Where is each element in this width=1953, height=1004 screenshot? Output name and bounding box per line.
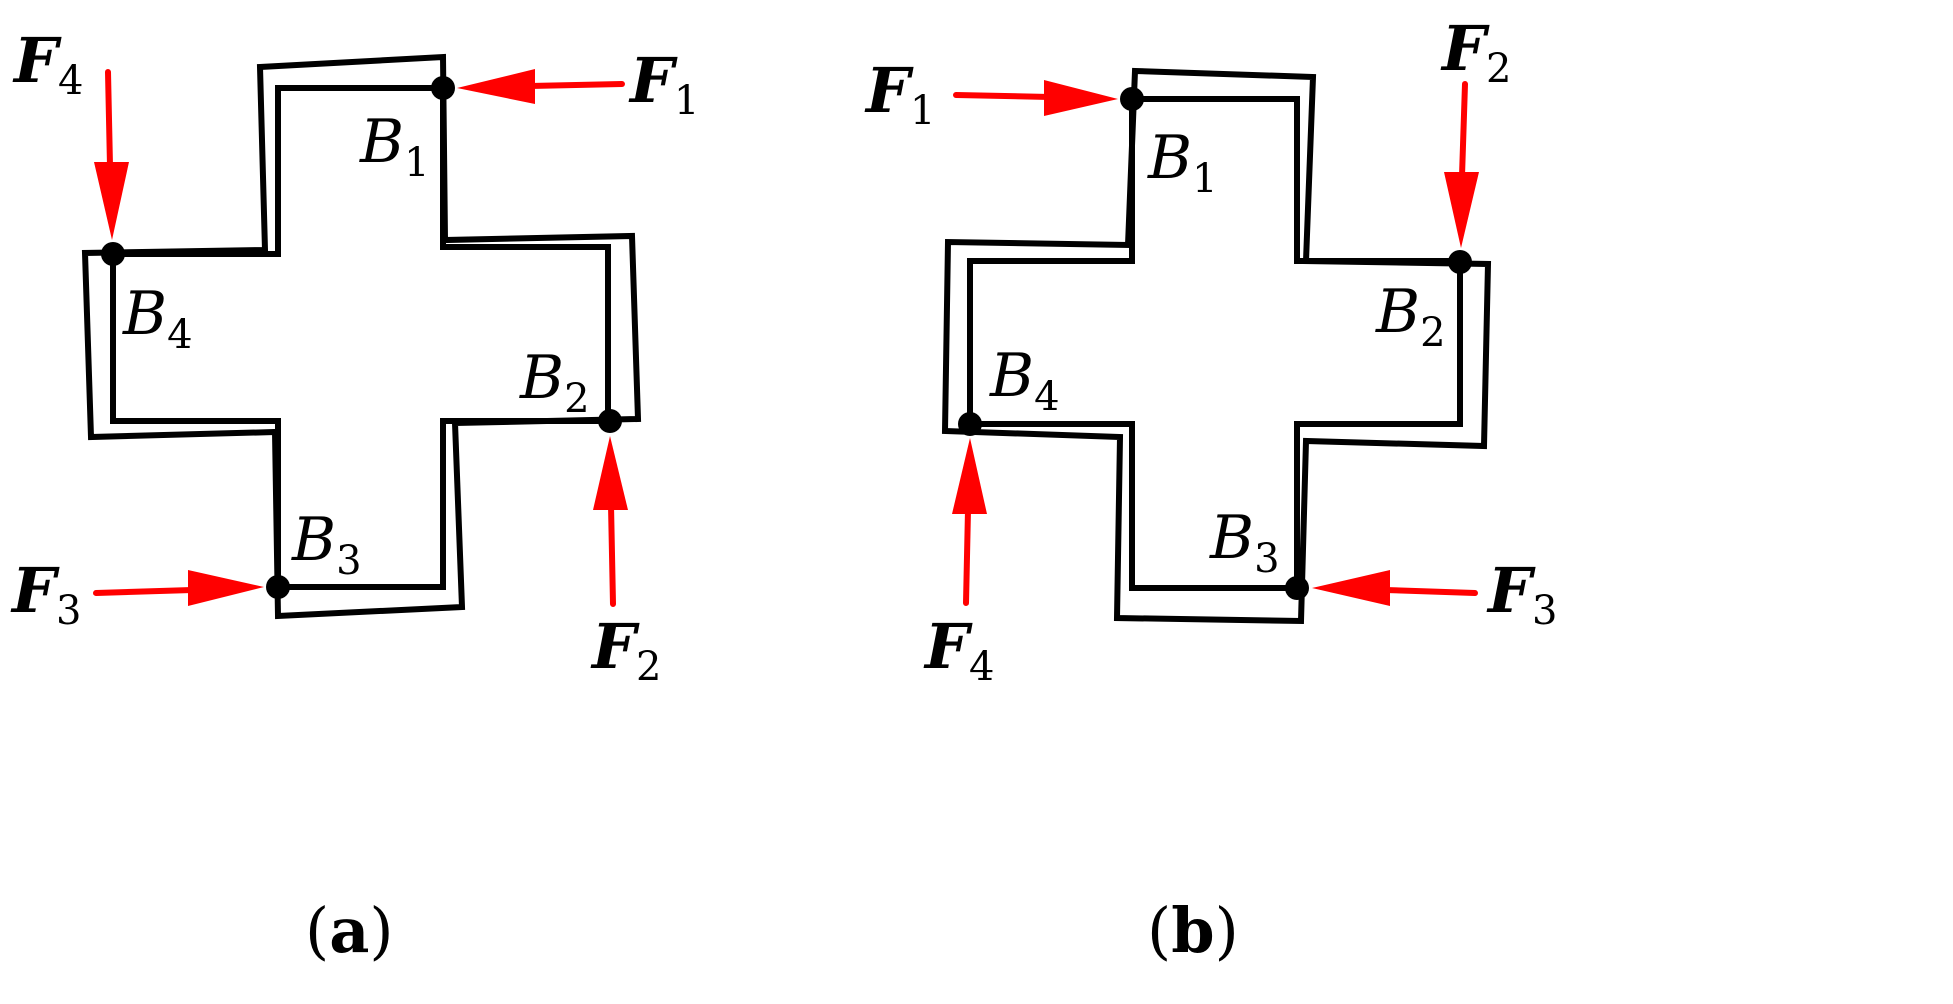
panel-b-point-b3: [1285, 576, 1309, 600]
panel-a: B1 B2 B3 B4 F1 F2 F3 F4 (a): [10, 24, 699, 967]
panel-a-label-f1: F1: [628, 44, 699, 124]
panel-a-point-b3: [266, 575, 290, 599]
panel-a-point-b4: [101, 242, 125, 266]
panel-a-label-f3: F3: [10, 554, 81, 634]
panel-b-force-f1-arrow: [953, 80, 1118, 116]
panel-a-label-f4: F4: [12, 24, 83, 104]
panel-a-label-b3: B3: [291, 505, 362, 584]
panel-b-force-f2-arrow: [1444, 81, 1479, 248]
panel-a-deformed-cross: [81, 53, 642, 620]
panel-a-label-b4: B4: [122, 279, 193, 358]
panel-b-caption: (b): [1147, 894, 1239, 967]
panel-a-force-f4-arrow: [94, 69, 129, 240]
panel-a-point-b2: [598, 409, 622, 433]
panel-b-deformed-cross: [941, 67, 1492, 625]
panel-a-caption: (a): [305, 894, 394, 967]
panel-a-force-f2-arrow: [593, 436, 628, 607]
panel-b-label-f1: F1: [864, 54, 935, 134]
panel-b-label-f3: F3: [1486, 554, 1557, 634]
panel-a-force-f3-arrow: [93, 570, 264, 606]
panel-b-label-f4: F4: [923, 610, 994, 690]
panel-a-label-b2: B2: [519, 343, 590, 422]
panel-b: B1 B2 B3 B4 F1 F2 F3 F4 (b): [864, 12, 1557, 967]
panel-b-point-b1: [1120, 87, 1144, 111]
panel-a-point-b1: [431, 76, 455, 100]
panel-a-label-f2: F2: [590, 610, 661, 690]
panel-b-point-b4: [958, 412, 982, 436]
panel-b-label-b2: B2: [1375, 277, 1446, 356]
panel-a-force-f1-arrow: [457, 69, 625, 104]
panel-b-label-f2: F2: [1440, 12, 1511, 92]
panel-b-force-f4-arrow: [952, 438, 987, 606]
panel-b-label-b3: B3: [1209, 503, 1280, 582]
panel-b-force-f3-arrow: [1312, 570, 1478, 606]
panel-b-label-b1: B1: [1147, 123, 1218, 202]
panel-b-label-b4: B4: [989, 341, 1060, 420]
panel-a-label-b1: B1: [359, 107, 430, 186]
panel-b-point-b2: [1448, 250, 1472, 274]
